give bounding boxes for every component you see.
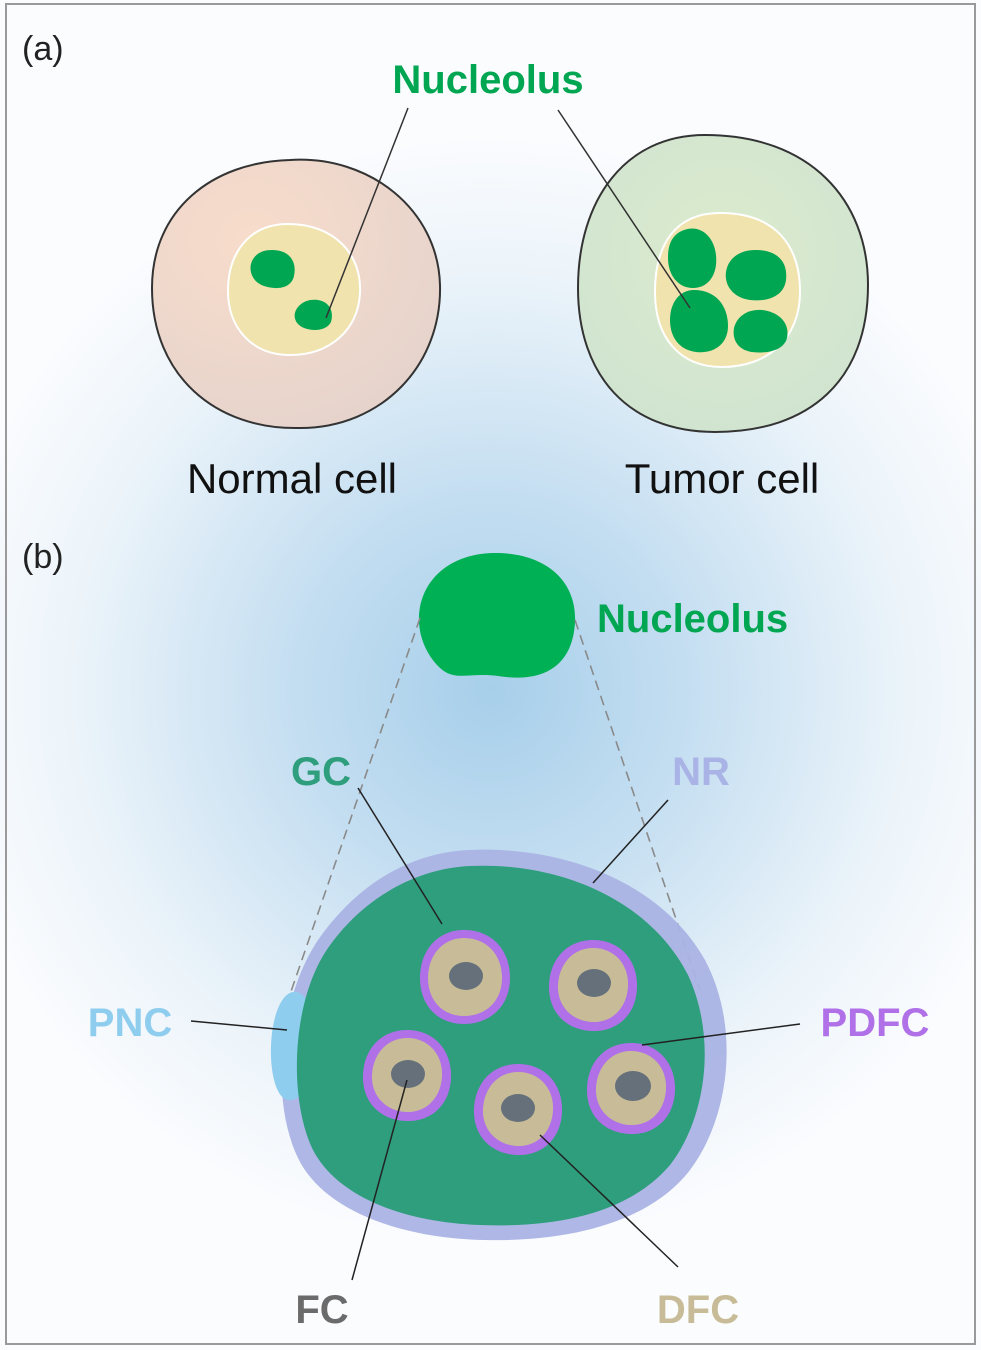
fc-label: FC [295,1288,348,1332]
tumor-cell-nucleolus-2 [725,250,787,301]
pointer-line-pdfc [641,1023,801,1046]
fibrillar-unit-4 [586,1043,676,1135]
fibrillar-unit-2 [548,940,638,1032]
tumor-cell-label: Tumor cell [625,455,819,502]
pointer-line-gc [357,787,443,925]
fibrillar-unit-5 [473,1064,563,1156]
fc-core-2 [577,969,611,997]
pointer-line-pnc [190,1020,288,1031]
panel-a-label: (a) [22,30,64,68]
normal-cell-label: Normal cell [187,455,397,502]
pointer-line-nr [592,799,669,884]
fc-core-3 [391,1060,425,1088]
nr-label: NR [672,750,730,794]
pointer-line-tumor-nucleolus [557,109,691,309]
pointer-line-dfc [539,1134,679,1268]
pnc-label: PNC [88,1001,172,1045]
fibrillar-unit-1 [420,930,510,1024]
fc-core-4 [615,1071,651,1101]
fc-core-1 [449,962,483,990]
panel-b-label: (b) [22,538,64,576]
normal-cell-nucleolus-2 [294,299,332,330]
tumor-cell-nucleolus-4 [733,309,788,353]
fc-core-5 [501,1094,535,1122]
dfc-label: DFC [657,1288,739,1332]
normal-cell-nucleolus-1 [250,250,295,289]
single-nucleolus [418,553,576,678]
pointer-line-fc [351,1079,408,1281]
normal-cell-nucleus [226,222,362,357]
panel-b-nucleolus-label: Nucleolus [597,597,788,641]
tumor-cell-nucleolus-1 [668,228,717,288]
gc-label: GC [291,750,351,794]
panel-a-nucleolus-label: Nucleolus [392,58,583,102]
zoom-line-left [286,617,421,1004]
fibrillar-unit-3 [362,1030,452,1122]
tumor-cell-nucleolus-3 [670,290,728,353]
figure-frame [5,3,976,1345]
pointer-line-normal-nucleolus [325,107,409,319]
pdfc-label: PDFC [821,1001,930,1045]
